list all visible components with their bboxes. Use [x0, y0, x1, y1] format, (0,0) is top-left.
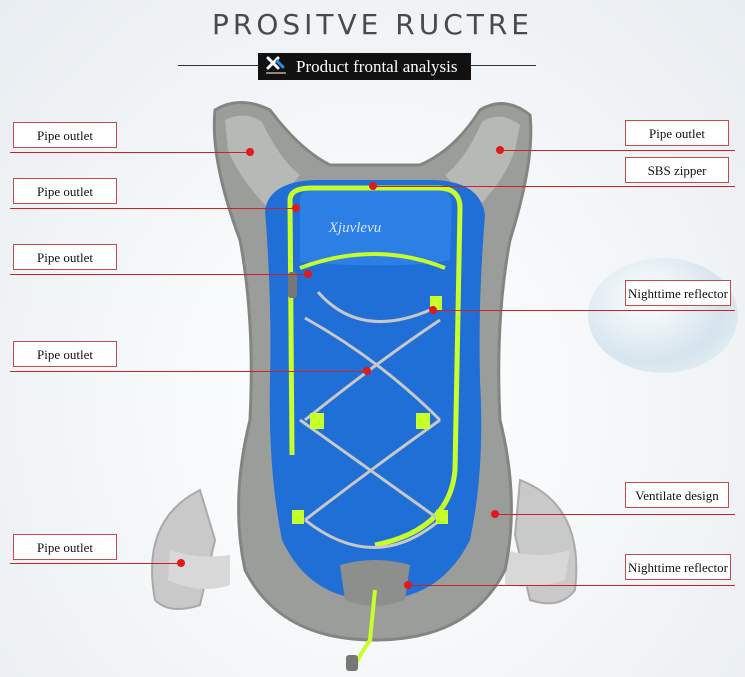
- callout-marker-right-2: [369, 182, 377, 190]
- cord-clip: [292, 510, 304, 524]
- callout-line-right-4: [495, 514, 735, 515]
- callout-line-left-2: [10, 208, 296, 209]
- callout-label-right-1: Pipe outlet: [625, 120, 729, 146]
- water-droplet-decoration: [588, 258, 738, 373]
- callout-label-right-2: SBS zipper: [625, 157, 729, 183]
- backpack-body: [265, 180, 485, 600]
- bungee-cord: [299, 291, 442, 549]
- callout-line-left-3: [10, 274, 308, 275]
- callout-line-left-1: [10, 152, 250, 153]
- callout-line-right-3: [433, 310, 735, 311]
- top-pocket: [300, 188, 452, 266]
- callout-marker-left-5: [177, 559, 185, 567]
- subtitle-text: Product frontal analysis: [296, 57, 458, 76]
- callout-line-right-2: [373, 186, 735, 187]
- callout-line-left-4: [10, 371, 367, 372]
- reflective-trim-right: [287, 185, 463, 548]
- bag-brand-text: Xjuvlevu: [328, 220, 381, 236]
- cord-clip: [416, 413, 430, 429]
- page-title: PROSITVE RUCTRE: [211, 8, 533, 41]
- pocket-zipper-trim: [299, 252, 446, 270]
- section-subtitle-banner: Product frontal analysis: [258, 53, 471, 80]
- callout-line-left-5: [10, 563, 181, 564]
- callout-line-right-1: [500, 150, 735, 151]
- callout-marker-right-1: [496, 146, 504, 154]
- callout-label-right-4: Ventilate design: [625, 482, 729, 508]
- callout-marker-left-4: [363, 367, 371, 375]
- callout-label-right-5: Nighttime reflector: [625, 554, 731, 580]
- callout-marker-left-2: [292, 204, 300, 212]
- cord-clip: [436, 510, 448, 524]
- callout-label-right-3: Nighttime reflector: [625, 280, 731, 306]
- callout-label-left-2: Pipe outlet: [13, 178, 117, 204]
- title-divider-right: [471, 65, 536, 66]
- callout-label-left-3: Pipe outlet: [13, 244, 117, 270]
- left-shoulder-strap: [225, 115, 300, 210]
- callout-line-right-5: [408, 585, 735, 586]
- callout-marker-left-3: [304, 270, 312, 278]
- brand-x-logo-icon: [258, 53, 292, 80]
- callout-marker-right-4: [491, 510, 499, 518]
- callout-marker-left-1: [246, 148, 254, 156]
- title-divider-left: [178, 65, 258, 66]
- cord-clip: [310, 413, 324, 429]
- right-mesh-panel: [505, 550, 570, 587]
- callout-marker-right-5: [404, 581, 412, 589]
- callout-label-left-5: Pipe outlet: [13, 534, 117, 560]
- left-side-strap: [151, 488, 217, 610]
- bottom-loop-panel: [340, 560, 410, 606]
- reflective-trim-left: [287, 199, 295, 456]
- callout-marker-right-3: [429, 306, 437, 314]
- zipper-pull: [288, 272, 297, 298]
- callout-label-left-4: Pipe outlet: [13, 341, 117, 367]
- cord-toggle: [346, 655, 358, 671]
- callout-label-left-1: Pipe outlet: [13, 122, 117, 148]
